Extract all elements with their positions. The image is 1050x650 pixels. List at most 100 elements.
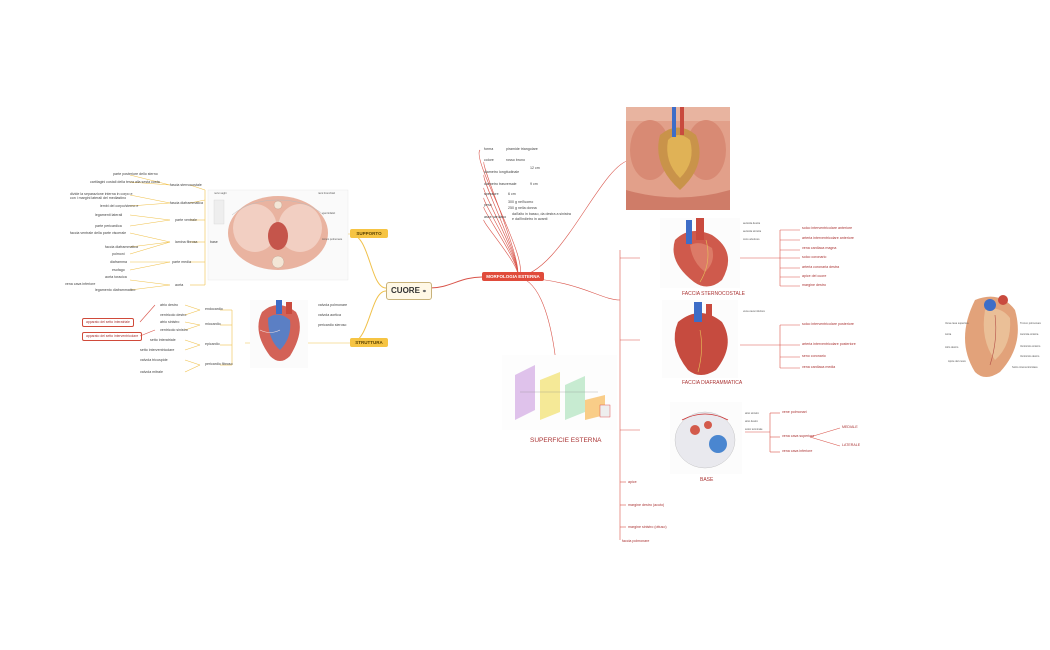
label: margine sinistro (ottuso): [628, 525, 667, 529]
label: vena cardiaca media: [802, 365, 836, 369]
label: parte posteriore dello sterno: [113, 172, 158, 176]
label: vene polmonari: [782, 410, 807, 414]
label: Vena cava superiore: [945, 322, 969, 325]
label: solco coronario: [802, 255, 827, 259]
label: diaframma: [110, 260, 127, 264]
label: diametro trasversale: [484, 182, 517, 186]
label: valvola polmonare: [318, 303, 348, 307]
branch-supporto[interactable]: SUPPORTO: [350, 229, 388, 238]
label: dall'alto in basso, da destra a sinistra: [512, 212, 571, 216]
label: e dall'indietro in avanti: [512, 217, 548, 221]
label: Ventricolo sinistro: [1020, 345, 1041, 348]
label: vena cava inferiore: [743, 310, 765, 313]
label: rami bronchiali: [318, 192, 335, 195]
label: vena cava inferiore: [782, 449, 813, 453]
label: MEDIALE: [842, 425, 858, 429]
label: solco interventricolare anteriore: [802, 226, 853, 230]
label: Atrio destro: [945, 346, 959, 349]
label: pericardio sieroso: [318, 323, 347, 327]
label: 9 cm: [530, 182, 538, 186]
label: parte media: [172, 260, 191, 264]
label: solco interventricolare posteriore: [802, 322, 854, 326]
label: colore: [484, 158, 494, 162]
label: apice: [628, 480, 637, 484]
label: solco terminale: [745, 428, 763, 431]
label: fascia sternocostale: [170, 183, 202, 187]
label: miocardio: [205, 322, 221, 326]
label: Solco interventricolare: [1012, 366, 1038, 369]
label: auricola destra: [743, 222, 761, 225]
label: apice del cuore: [802, 274, 827, 278]
thorax-section-illustration: [207, 189, 349, 281]
label: faccia ventrale della parte viscerale: [70, 231, 127, 235]
label: 300 g nell'uomo: [508, 200, 534, 204]
label: 12 cm: [530, 166, 540, 170]
central-topic-cuore[interactable]: CUORE⚭: [386, 282, 432, 300]
label: Ventricolo destro: [1020, 355, 1040, 358]
label: arteria coronaria destra: [802, 265, 840, 269]
central-title: CUORE: [391, 286, 420, 295]
label: nervi vaghi: [214, 192, 227, 195]
label: rosso bruno: [506, 158, 525, 162]
label: vena cardiaca magna: [802, 246, 837, 250]
label: polmoni: [112, 252, 125, 256]
label: ventricolo destro: [160, 313, 187, 317]
label: epicardio: [205, 342, 220, 346]
label: pericardio fibroso: [205, 362, 233, 366]
label: cono arterioso: [743, 238, 760, 241]
label: cartilagini costali della terza alla ses…: [90, 180, 160, 184]
label: Auricola sinistra: [1020, 333, 1039, 336]
branch-morfologia-esterna[interactable]: MORFOLOGIA ESTERNA: [482, 272, 544, 281]
caption-faccia-diaframmatica: FACCIA DIAFRAMMATICA: [682, 380, 743, 386]
label: arteria interventricolare posteriore: [802, 342, 856, 346]
label: vena cava superiore: [782, 434, 815, 438]
caption-faccia-sternocostale: FACCIA STERNOCOSTALE: [682, 291, 745, 297]
label: atrio destro: [745, 420, 758, 423]
label: seno coronario: [802, 354, 826, 358]
label: atrio sinistro: [160, 320, 180, 324]
label: vasi linfatici: [322, 212, 336, 215]
label: atrio sinistro: [745, 412, 759, 415]
label: legamenti laterali: [95, 213, 123, 217]
label: lamina fibrosa: [175, 240, 198, 244]
label: aorta: [175, 283, 184, 287]
label: LATERALE: [842, 443, 861, 447]
label: 250 g nella donna: [508, 206, 537, 210]
label: arteria interventricolare anteriore: [802, 236, 854, 240]
anatomical-planes-illustration: [502, 355, 617, 430]
highlight-box[interactable]: apparato del setto interatriale: [82, 318, 134, 327]
label: faccia polmonare: [622, 539, 650, 543]
caption-superficie-esterna: SUPERFICIE ESTERNA: [530, 437, 602, 444]
thorax-anatomy-illustration: [626, 107, 730, 210]
label: vena cava inferiore: [65, 282, 96, 286]
label: valvola mitrale: [140, 370, 163, 374]
label: esofago: [112, 268, 125, 272]
label: 6 cm: [508, 192, 516, 196]
label: divide la separazione interna in corpo e: [70, 192, 133, 196]
label: margine destro (acuto): [628, 503, 665, 507]
heart-structure-illustration: [250, 300, 308, 368]
label: atrio destro: [160, 303, 178, 307]
heart-sternocostal-illustration: [660, 218, 740, 288]
label: valvola aortica: [318, 313, 341, 317]
label: asse cardiaco: [484, 215, 507, 219]
heart-diaphragmatic-illustration: [662, 300, 738, 378]
label: spessore: [484, 192, 499, 196]
label: Aorta: [945, 333, 952, 336]
label: auricola sinistra: [743, 230, 762, 233]
label: Apice del cuore: [948, 360, 966, 363]
heart-base-illustration: [670, 402, 742, 474]
branch-struttura[interactable]: STRUTTURA: [350, 338, 388, 347]
label: setto interventricolare: [140, 348, 175, 352]
label: margine destro: [802, 283, 826, 287]
label: Tronco polmonare: [1020, 322, 1041, 325]
label: diametro longitudinale: [484, 170, 520, 174]
link-icon: ⚭: [421, 289, 427, 295]
label: con i margini laterali del mediastino: [70, 196, 127, 200]
label: base: [210, 240, 218, 244]
label: tronco polmonare: [322, 238, 343, 241]
label: legamento diaframmatico: [95, 288, 136, 292]
highlight-box[interactable]: apparato del setto interventricolare: [82, 332, 143, 341]
label: setto interatriale: [150, 338, 176, 342]
